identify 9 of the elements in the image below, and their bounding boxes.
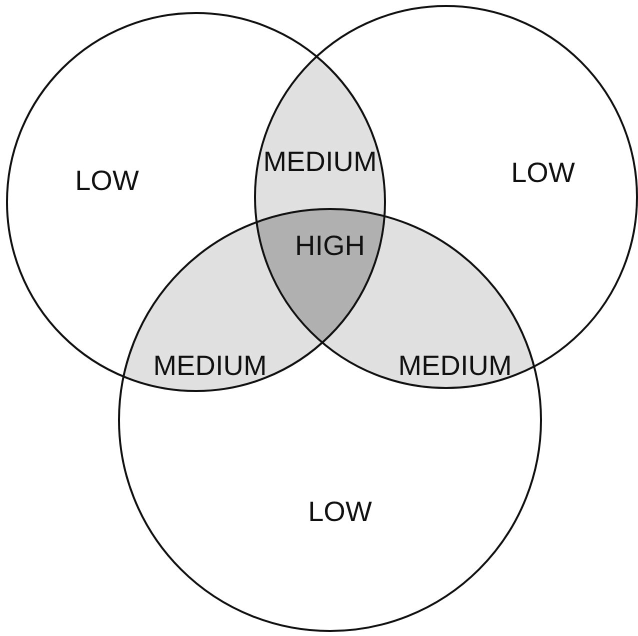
region-label: MEDIUM xyxy=(398,352,512,380)
region-label: LOW xyxy=(75,167,139,195)
region-label: HIGH xyxy=(295,232,365,260)
region-label: MEDIUM xyxy=(263,148,377,176)
venn-circle xyxy=(6,12,386,392)
venn-circle xyxy=(118,208,542,632)
region-label: MEDIUM xyxy=(153,352,267,380)
region-label: LOW xyxy=(511,159,575,187)
region-label: LOW xyxy=(308,498,372,526)
